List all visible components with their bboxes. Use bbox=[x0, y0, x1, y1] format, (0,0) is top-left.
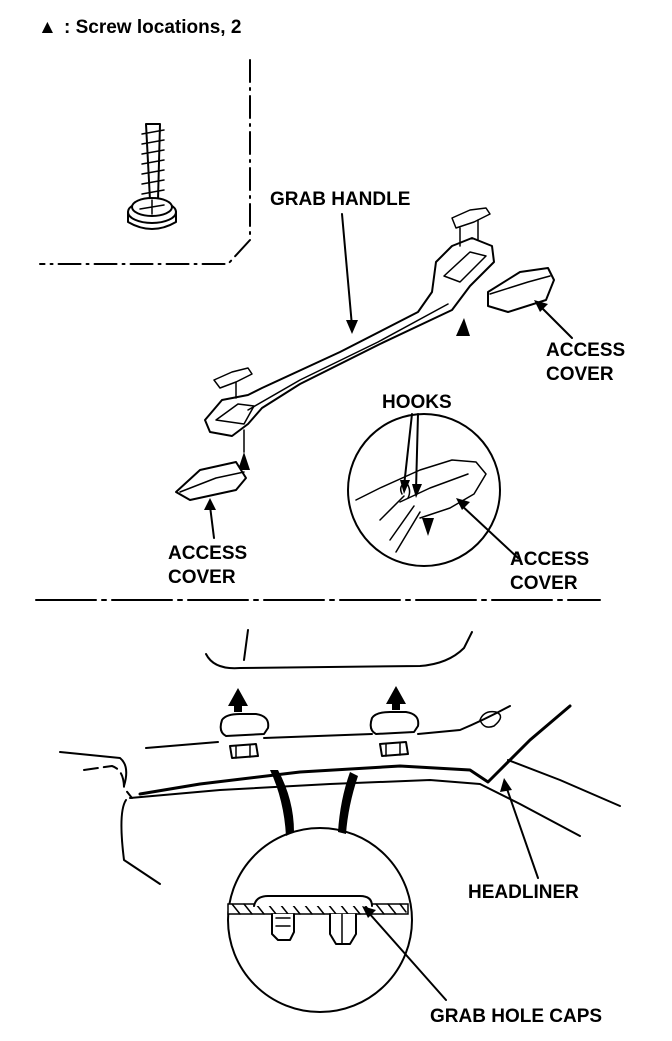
leader-arrowhead-icon bbox=[204, 498, 216, 510]
headliner-view bbox=[59, 629, 621, 885]
leader-arrowhead-icon bbox=[362, 906, 376, 918]
leader-arrowhead-icon bbox=[456, 498, 470, 510]
hook-detail-inset bbox=[347, 413, 501, 567]
screw-marker-icon bbox=[456, 318, 470, 336]
leader-arrowhead-icon bbox=[500, 778, 512, 792]
grab-hole-cap-right-icon bbox=[369, 711, 420, 735]
leader-arrowhead-icon bbox=[400, 480, 410, 494]
hook-release-arrow-icon bbox=[422, 518, 434, 536]
label-grab-handle: GRAB HANDLE bbox=[270, 189, 410, 210]
label-access-cover-left-1: ACCESS bbox=[168, 543, 247, 564]
label-hooks: HOOKS bbox=[382, 392, 452, 413]
screw-inset bbox=[39, 59, 251, 265]
access-cover-left bbox=[175, 461, 247, 501]
label-access-cover-right-2: COVER bbox=[546, 364, 614, 385]
leader-arrowhead-icon bbox=[346, 320, 358, 334]
label-headliner: HEADLINER bbox=[468, 882, 579, 903]
leader-arrowhead-icon bbox=[534, 300, 548, 312]
screw-icon bbox=[127, 123, 177, 230]
grab-hole-cap-left-icon bbox=[219, 713, 270, 737]
grab-hole-caps-detail bbox=[227, 770, 413, 1013]
label-grab-hole-caps: GRAB HOLE CAPS bbox=[430, 1006, 602, 1027]
leader-arrowhead-icon bbox=[412, 484, 422, 498]
label-access-cover-detail-1: ACCESS bbox=[510, 549, 589, 570]
legend-text: : Screw locations, 2 bbox=[64, 17, 241, 38]
up-arrow-icon bbox=[386, 686, 406, 710]
label-access-cover-left-2: COVER bbox=[168, 567, 236, 588]
grab-handle-part bbox=[204, 207, 495, 470]
legend-symbol: ▲ bbox=[38, 17, 57, 38]
screw-marker-icon bbox=[238, 452, 250, 470]
label-access-cover-right-1: ACCESS bbox=[546, 340, 625, 361]
screw-location-legend: ▲ : Screw locations, 2 bbox=[38, 17, 241, 38]
up-arrow-icon bbox=[228, 688, 248, 712]
label-access-cover-detail-2: COVER bbox=[510, 573, 578, 594]
